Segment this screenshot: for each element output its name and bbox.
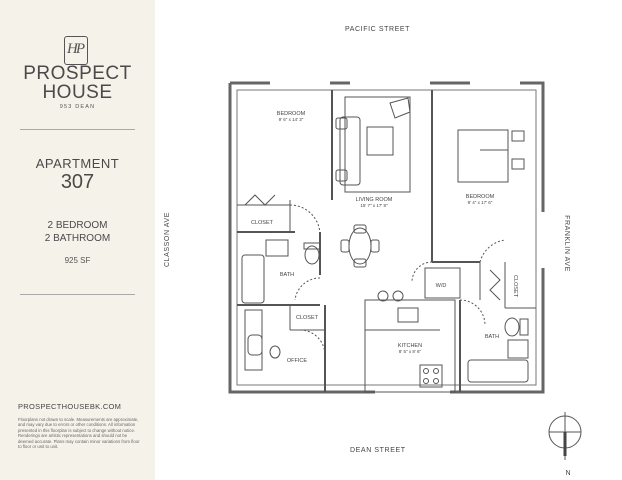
building-address: 953 DEAN	[59, 104, 96, 110]
info-sidebar: HP PROSPECT HOUSE 953 DEAN APARTMENT 307…	[0, 0, 155, 480]
room-closet2-label: CLOSET	[296, 315, 319, 321]
room-kitchen-name: KITCHEN	[398, 343, 422, 349]
room-bedroom2-name: BEDROOM	[466, 194, 495, 200]
brand-name-line2: HOUSE	[42, 82, 113, 103]
room-living-dims: 15' 7" x 17' 8"	[360, 203, 388, 208]
room-bedroom2-dims: 9' 4" x 17' 6"	[468, 200, 493, 205]
street-label-north: PACIFIC STREET	[345, 26, 411, 33]
room-kitchen-dims: 8' 5" x 8' 6"	[399, 349, 422, 354]
apartment-label: APARTMENT	[35, 156, 120, 171]
compass-north-label: N	[565, 470, 570, 477]
brand-name-line1: PROSPECT	[23, 63, 132, 84]
room-office-label: OFFICE	[287, 358, 307, 364]
disclaimer-text: Floorplans not drawn to scale. Measureme…	[18, 417, 140, 450]
room-bath2-label: BATH	[485, 334, 499, 340]
bathroom-count: 2 BATHROOM	[44, 233, 111, 244]
street-label-south: DEAN STREET	[350, 447, 406, 454]
room-closet3-label: CLOSET	[512, 275, 518, 298]
room-bedroom1-dims: 9' 6" x 14' 3"	[279, 117, 304, 122]
apartment-number: 307	[60, 171, 95, 193]
divider	[20, 129, 135, 130]
logo-mark: HP	[64, 36, 88, 65]
website-link[interactable]: PROSPECTHOUSEBK.COM	[18, 402, 122, 411]
bedroom-count: 2 BEDROOM	[47, 220, 108, 231]
room-bedroom1-name: BEDROOM	[277, 111, 306, 117]
room-wd-label: W/D	[436, 283, 447, 289]
room-bath1-label: BATH	[280, 272, 294, 278]
room-living-name: LIVING ROOM	[356, 197, 393, 203]
room-closet1-label: CLOSET	[251, 220, 274, 226]
divider	[20, 294, 135, 295]
square-footage: 925 SF	[64, 256, 91, 265]
